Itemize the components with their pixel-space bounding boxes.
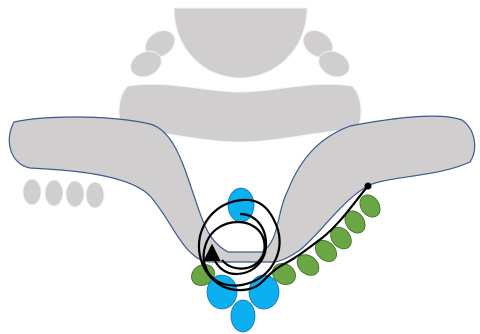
blue-oval-bottom — [231, 300, 255, 332]
left-oval-2 — [45, 180, 63, 206]
start-dot — [365, 183, 372, 190]
blue-oval-left — [207, 275, 237, 309]
left-oval-4 — [86, 182, 104, 208]
top-dome — [174, 8, 307, 78]
left-oval-1 — [23, 179, 41, 205]
left-oval-3 — [66, 181, 84, 207]
